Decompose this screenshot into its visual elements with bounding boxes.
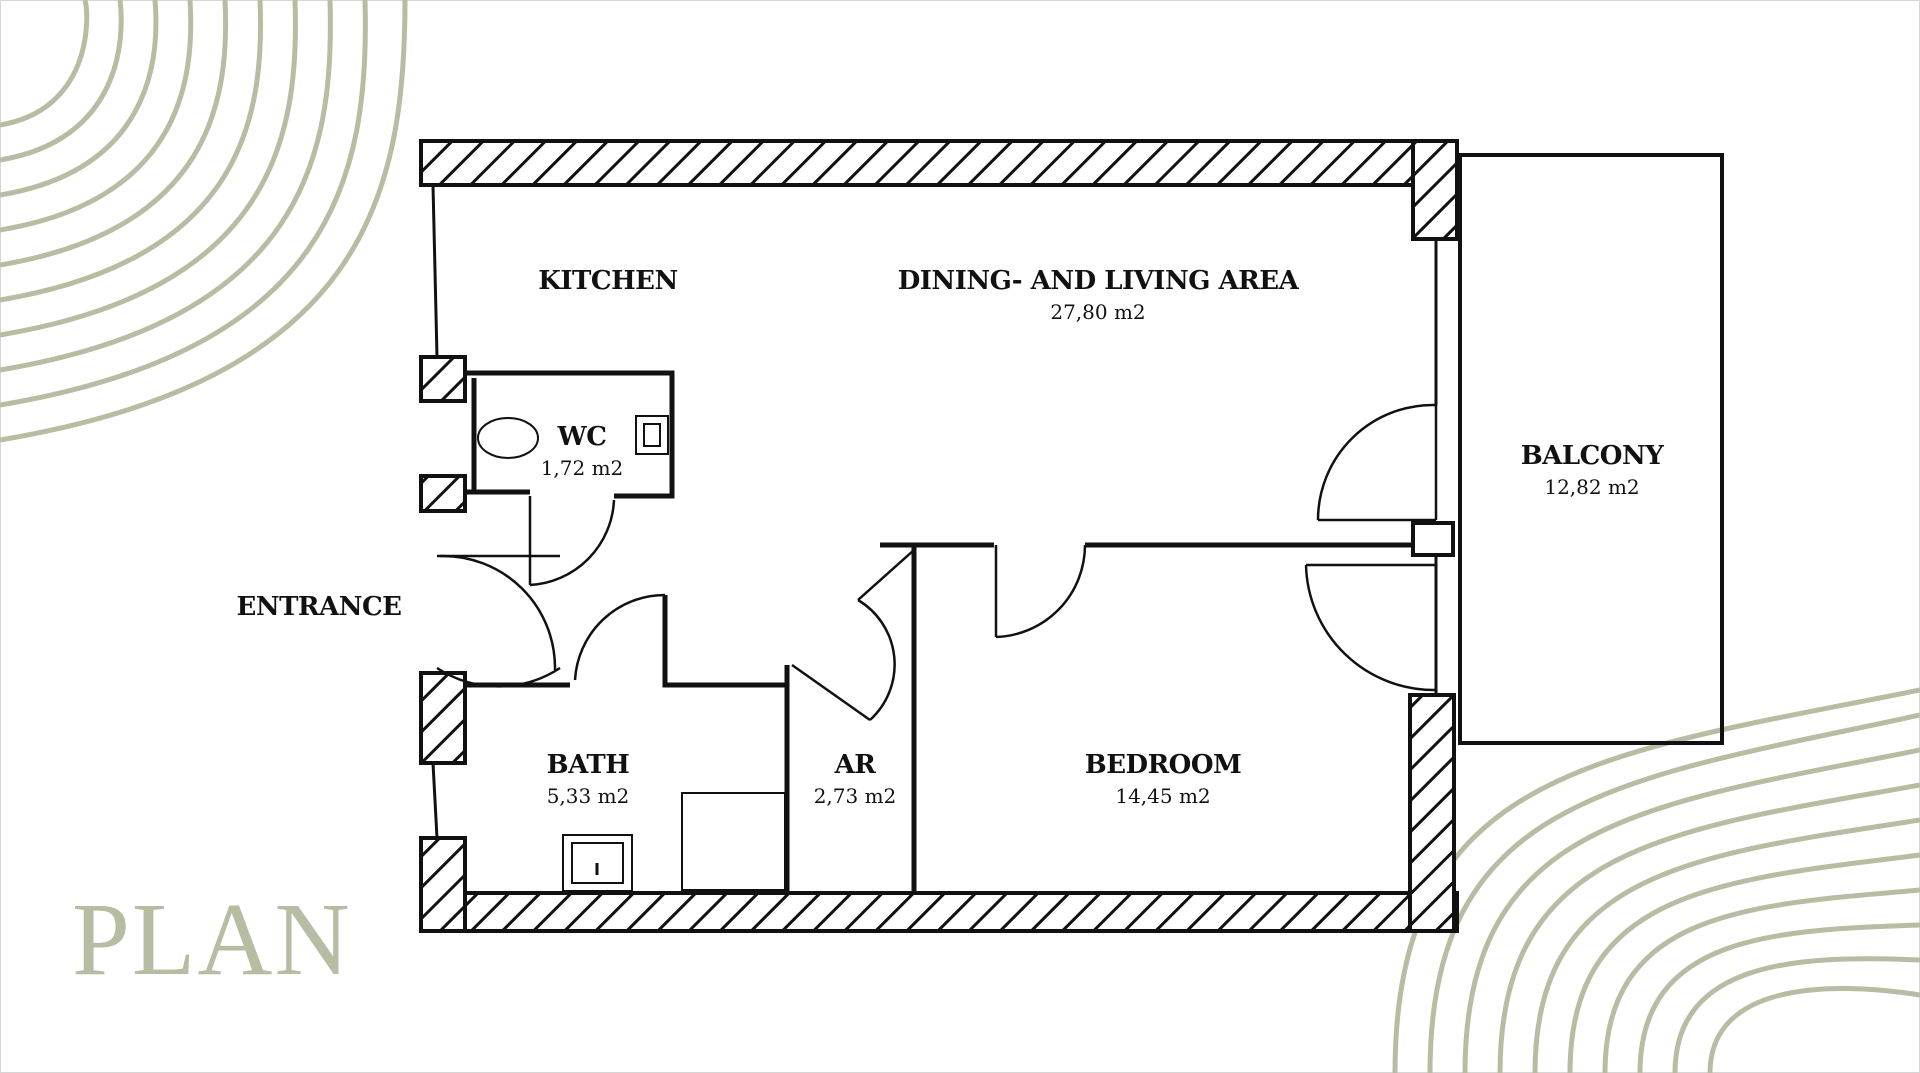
page-title: PLAN [72, 882, 352, 997]
living-area-label: DINING- AND LIVING AREA [898, 266, 1300, 296]
thin-walls [431, 184, 1438, 839]
wc-size: 1,72 m2 [541, 456, 624, 480]
balcony-label: BALCONY [1521, 441, 1665, 471]
ar-label: AR [834, 750, 877, 780]
decorative-waves-top-left [0, 0, 408, 443]
ar-size: 2,73 m2 [814, 784, 897, 808]
bath-sink-icon [562, 834, 633, 892]
wc-sink-icon [635, 415, 669, 455]
wc-label: WC [557, 422, 607, 452]
decorative-waves-bottom-right [1392, 687, 1920, 1073]
living-area-size: 27,80 m2 [1050, 300, 1145, 324]
balcony-outline [1458, 153, 1724, 745]
toilet-icon [477, 417, 539, 459]
balcony-size: 12,82 m2 [1544, 475, 1639, 499]
bath-size: 5,33 m2 [547, 784, 630, 808]
bedroom-size: 14,45 m2 [1115, 784, 1210, 808]
bedroom-label: BEDROOM [1085, 750, 1242, 780]
fixtures [477, 415, 786, 892]
doors [436, 403, 1438, 722]
kitchen-label: KITCHEN [538, 266, 677, 296]
outer-walls [419, 139, 1459, 933]
bath-label: BATH [547, 750, 630, 780]
shower-tray-icon [681, 792, 786, 891]
entrance-label: ENTRANCE [237, 592, 402, 622]
interior-walls [465, 370, 1413, 893]
